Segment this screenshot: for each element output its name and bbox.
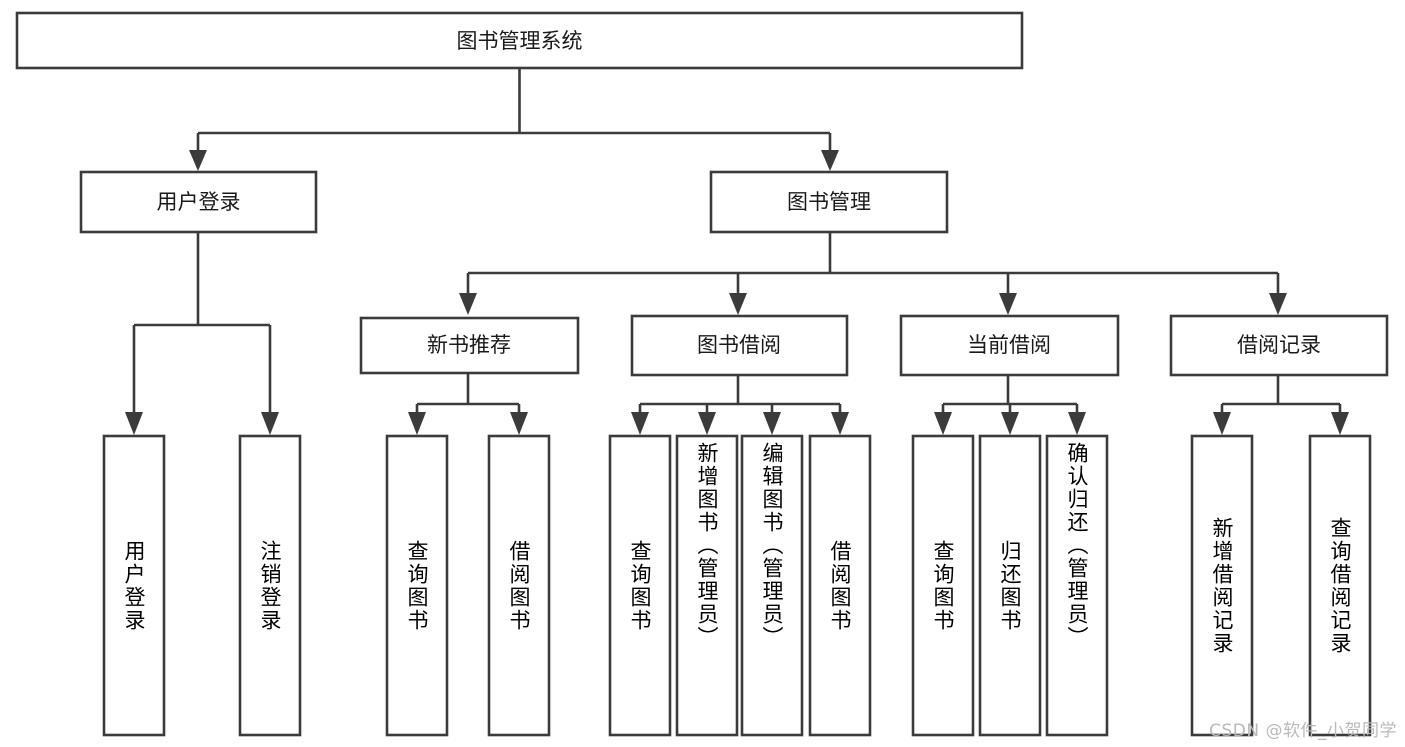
arrowhead-leaf-confirm-return: [1068, 412, 1086, 435]
node-root[interactable]: 图书管理系统: [15, 11, 1024, 70]
node-user-login-label: 用户登录: [157, 190, 241, 214]
node-leaf-query-record-label: 查询借阅记录: [1328, 516, 1352, 655]
connector-layer: [125, 68, 1349, 435]
node-leaf-edit-book[interactable]: 编辑图书（管理员）: [740, 434, 804, 737]
arrowhead-leaf-edit-book: [763, 412, 781, 435]
node-borrow-record-label: 借阅记录: [1237, 333, 1321, 357]
csdn-watermark: CSDN @软件_小贺同学: [1209, 721, 1397, 741]
arrowhead-leaf-user-login: [125, 412, 143, 435]
node-leaf-confirm-return-label: 确认归还（管理员）: [1065, 442, 1089, 649]
node-current-borrow[interactable]: 当前借阅: [899, 314, 1120, 377]
node-new-book-recommend-label: 新书推荐: [427, 333, 511, 357]
arrowhead-borrow-record: [1269, 293, 1287, 315]
arrowhead-leaf-borrow-book-1: [510, 412, 528, 435]
node-leaf-add-book[interactable]: 新增图书（管理员）: [675, 434, 739, 737]
arrowhead-leaf-query-book-3: [934, 412, 952, 435]
leaf-nodes-layer: 用户登录 注销登录 查询图书 借阅图书: [102, 434, 1372, 737]
node-leaf-query-book-1-label: 查询图书: [405, 539, 429, 632]
node-leaf-add-record[interactable]: 新增借阅记录: [1190, 434, 1254, 737]
node-root-label: 图书管理系统: [457, 29, 583, 53]
node-book-borrow-label: 图书借阅: [697, 333, 781, 357]
node-leaf-query-book-1[interactable]: 查询图书: [385, 434, 449, 737]
arrowhead-leaf-borrow-book-2: [831, 412, 849, 435]
node-leaf-borrow-book-2[interactable]: 借阅图书: [808, 434, 872, 737]
node-leaf-user-login[interactable]: 用户登录: [102, 434, 166, 737]
node-book-manage-label: 图书管理: [787, 190, 871, 214]
node-leaf-borrow-book-2-label: 借阅图书: [828, 539, 852, 632]
arrowhead-user-login: [189, 150, 207, 171]
arrowhead-leaf-add-book: [698, 412, 716, 435]
node-leaf-edit-book-label: 编辑图书（管理员）: [760, 442, 784, 649]
arrowhead-leaf-query-book-2: [631, 412, 649, 435]
arrowhead-leaf-return-book: [1001, 412, 1019, 435]
node-book-borrow[interactable]: 图书借阅: [630, 314, 849, 377]
node-leaf-add-record-label: 新增借阅记录: [1210, 516, 1234, 655]
node-leaf-query-book-2[interactable]: 查询图书: [608, 434, 672, 737]
node-leaf-query-book-2-label: 查询图书: [628, 539, 652, 632]
arrowhead-leaf-query-book-1: [408, 412, 426, 435]
arrowhead-leaf-add-record: [1213, 412, 1231, 435]
node-borrow-record[interactable]: 借阅记录: [1169, 314, 1389, 377]
node-leaf-logout-login-label: 注销登录: [258, 539, 282, 632]
arrowhead-book-borrow: [729, 293, 747, 315]
arrowhead-leaf-logout-login: [261, 412, 279, 435]
node-leaf-borrow-book-1-label: 借阅图书: [507, 539, 531, 632]
node-leaf-add-book-label: 新增图书（管理员）: [695, 442, 719, 649]
node-leaf-return-book[interactable]: 归还图书: [978, 434, 1042, 737]
arrowhead-new-book-recommend: [459, 293, 477, 315]
arrowhead-leaf-query-record: [1331, 412, 1349, 435]
node-leaf-query-book-3[interactable]: 查询图书: [911, 434, 975, 737]
node-leaf-query-record[interactable]: 查询借阅记录: [1308, 434, 1372, 737]
node-user-login[interactable]: 用户登录: [79, 170, 318, 234]
arrowhead-book-manage: [821, 150, 839, 171]
node-leaf-query-book-3-label: 查询图书: [931, 539, 955, 632]
node-leaf-borrow-book-1[interactable]: 借阅图书: [487, 434, 551, 737]
node-leaf-logout-login[interactable]: 注销登录: [238, 434, 302, 737]
node-new-book-recommend[interactable]: 新书推荐: [359, 316, 580, 375]
node-leaf-user-login-label: 用户登录: [122, 539, 146, 632]
node-leaf-confirm-return[interactable]: 确认归还（管理员）: [1045, 434, 1109, 737]
node-book-manage[interactable]: 图书管理: [709, 170, 949, 234]
node-current-borrow-label: 当前借阅: [967, 333, 1051, 357]
node-leaf-return-book-label: 归还图书: [998, 539, 1022, 632]
arrowhead-current-borrow: [999, 293, 1017, 315]
